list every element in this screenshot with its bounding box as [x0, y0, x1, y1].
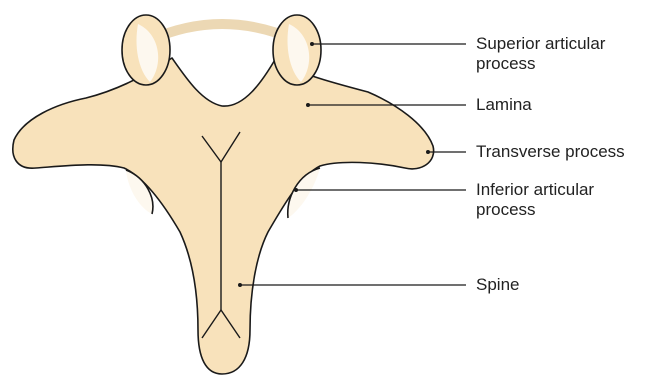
label-inferior-articular-process: Inferior articular process [476, 180, 594, 220]
leader-dot-transverse-process [426, 150, 430, 154]
leader-dot-lamina [306, 103, 310, 107]
label-superior-articular-line-2: process [476, 54, 605, 74]
leader-dot-spine [238, 283, 242, 287]
vertebral-arch-band [150, 24, 295, 40]
label-superior-articular-process: Superior articular process [476, 34, 605, 74]
label-inferior-articular-line-2: process [476, 200, 594, 220]
label-transverse-process: Transverse process [476, 142, 625, 162]
label-spine: Spine [476, 275, 519, 295]
leader-dot-inferior-articular [294, 188, 298, 192]
label-lamina: Lamina [476, 95, 532, 115]
leader-dot-superior-articular [310, 42, 314, 46]
label-superior-articular-line-1: Superior articular [476, 34, 605, 54]
label-inferior-articular-line-1: Inferior articular [476, 180, 594, 200]
